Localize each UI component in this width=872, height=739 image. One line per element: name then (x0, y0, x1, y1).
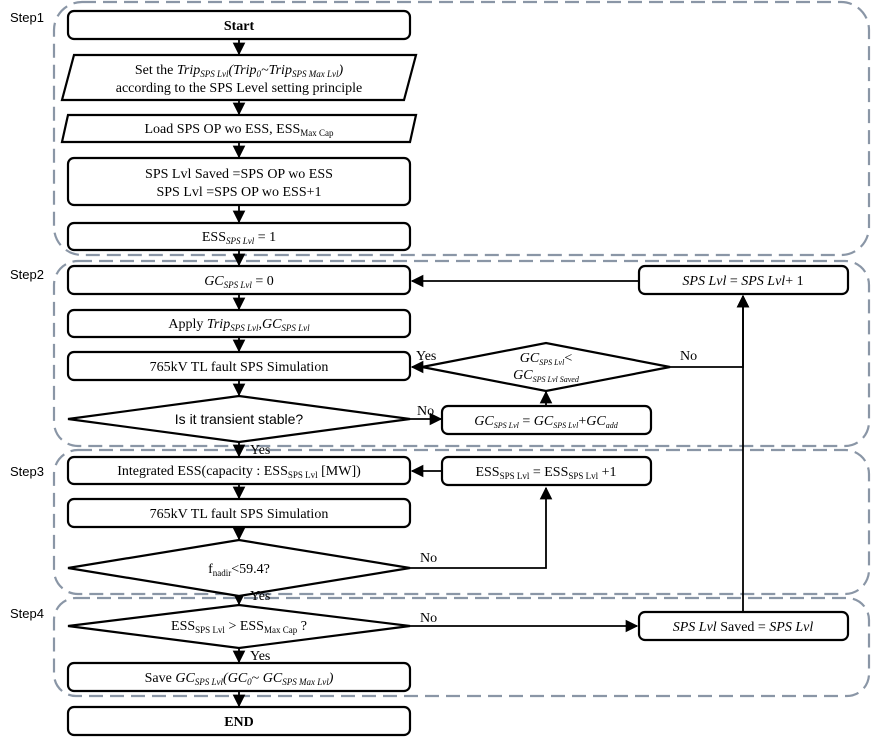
sps-saved-label: SPS Lvl Saved = SPS Lvl (673, 620, 814, 635)
step4-label: Step4 (10, 606, 44, 621)
step-regions (52, 0, 871, 698)
node-save: Save GCSPS Lvl(GC0~ GCSPS Max Lvl) (66, 661, 412, 693)
step2-region (52, 259, 871, 448)
transient-label: Is it transient stable? (175, 411, 304, 427)
node-load: Load SPS OP wo ESS, ESSMax Cap (60, 113, 418, 144)
node-ess-cap: ESSSPS Lvl > ESSMax Cap ? (67, 603, 411, 650)
fnadir-no-label: No (420, 551, 437, 566)
node-apply: Apply TripSPS Lvl,GCSPS Lvl (66, 308, 412, 339)
start-label: Start (224, 19, 255, 34)
node-gc-init: GCSPS Lvl = 0 (66, 264, 412, 296)
fnadir-label: fnadir<59.4? (208, 562, 270, 578)
step1-label: Step1 (10, 10, 44, 25)
step3-region (52, 448, 871, 596)
saved-line2: SPS Lvl =SPS OP wo ESS+1 (156, 185, 321, 200)
node-sps-saved: SPS Lvl Saved = SPS Lvl (637, 610, 850, 642)
saved-line1: SPS Lvl Saved =SPS OP wo ESS (145, 167, 333, 182)
node-integrated-ess: Integrated ESS(capacity : ESSSPS Lvl [MW… (66, 455, 412, 486)
node-saved: SPS Lvl Saved =SPS OP wo ESS SPS Lvl =SP… (66, 156, 412, 207)
save-label: Save GCSPS Lvl(GC0~ GCSPS Max Lvl) (145, 671, 334, 687)
gc-init-label: GCSPS Lvl = 0 (204, 274, 274, 290)
gc-compare-no-label: No (680, 349, 697, 364)
node-transient: Is it transient stable? (67, 394, 411, 444)
ess-cap-label: ESSSPS Lvl > ESSMax Cap ? (171, 619, 307, 635)
node-set-trip: Set the TripSPS Lvl(Trip0~TripSPS Max Lv… (60, 53, 418, 102)
node-gc-compare: GCSPS Lvl< GCSPS Lvl Saved (421, 341, 671, 393)
gc-compare-line1: GCSPS Lvl< (520, 351, 573, 367)
ess-cap-yes-label: Yes (250, 649, 270, 664)
transient-yes-label: Yes (250, 443, 270, 458)
set-trip-line1: Set the TripSPS Lvl(Trip0~TripSPS Max Lv… (135, 63, 344, 79)
edge-fnadir-no (410, 486, 553, 569)
gc-compare-yes-label: Yes (416, 349, 436, 364)
node-gc-add: GCSPS Lvl = GCSPS Lvl+GCadd (440, 404, 653, 436)
node-ess-init: ESSSPS Lvl = 1 (66, 221, 412, 252)
ess-cap-no-label: No (420, 611, 437, 626)
sps-inc-label: SPS Lvl = SPS Lvl+ 1 (682, 274, 803, 289)
sim2-label: 765kV TL fault SPS Simulation (150, 507, 329, 522)
node-sim1: 765kV TL fault SPS Simulation (66, 350, 412, 382)
node-start: Start (66, 9, 412, 41)
sim1-label: 765kV TL fault SPS Simulation (150, 360, 329, 375)
integrated-ess-label: Integrated ESS(capacity : ESSSPS Lvl [MW… (117, 464, 361, 480)
gc-compare-line2: GCSPS Lvl Saved (513, 368, 580, 384)
transient-no-label: No (417, 404, 434, 419)
node-sim2: 765kV TL fault SPS Simulation (66, 497, 412, 529)
load-label: Load SPS OP wo ESS, ESSMax Cap (144, 122, 334, 138)
step4-region (52, 596, 871, 698)
gc-add-label: GCSPS Lvl = GCSPS Lvl+GCadd (474, 414, 618, 430)
edges (232, 40, 750, 708)
apply-label: Apply TripSPS Lvl,GCSPS Lvl (168, 317, 310, 333)
set-trip-line2: according to the SPS Level setting princ… (116, 81, 363, 96)
fnadir-yes-label: Yes (250, 589, 270, 604)
node-ess-inc: ESSSPS Lvl = ESSSPS Lvl +1 (440, 455, 653, 487)
node-sps-inc: SPS Lvl = SPS Lvl+ 1 (637, 264, 850, 296)
ess-init-label: ESSSPS Lvl = 1 (202, 230, 276, 246)
step3-label: Step3 (10, 464, 44, 479)
edge-labels: Yes No No Yes No Yes No Yes (250, 349, 697, 664)
node-end: END (66, 705, 412, 737)
ess-inc-label: ESSSPS Lvl = ESSSPS Lvl +1 (475, 465, 616, 481)
node-fnadir: fnadir<59.4? (67, 538, 411, 598)
end-label: END (224, 715, 254, 730)
step2-label: Step2 (10, 267, 44, 282)
step1-region (52, 0, 871, 257)
